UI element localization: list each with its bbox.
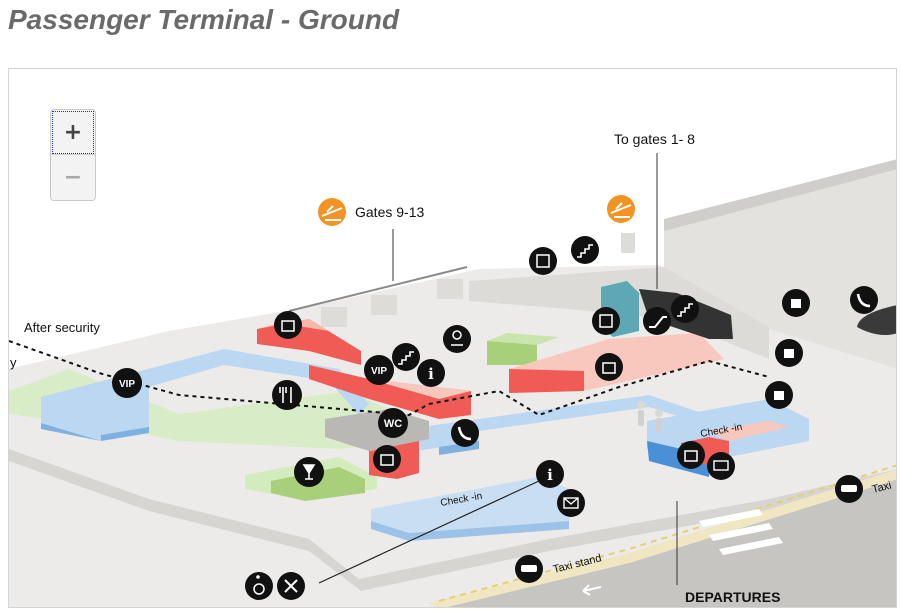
wc-icon[interactable]: WC — [378, 408, 408, 438]
stairs-icon[interactable] — [392, 343, 420, 371]
zoom-control: + − — [50, 109, 96, 201]
info-icon[interactable]: i — [417, 359, 445, 387]
road-arrow — [582, 584, 602, 596]
restaurant-icon[interactable] — [272, 380, 302, 410]
phone-icon[interactable] — [850, 286, 878, 314]
shop-icon[interactable] — [373, 445, 401, 473]
taxi-icon[interactable] — [835, 475, 863, 503]
shop-red-mid-top — [369, 379, 471, 399]
person-figure — [637, 401, 645, 426]
map-canvas[interactable]: VIP VIP WC i i To gates 1- 8 Gates 9-13 … — [9, 69, 897, 608]
special-assistance-icon[interactable] — [277, 572, 305, 600]
svg-text:i: i — [547, 466, 553, 484]
gate-pillar — [437, 279, 463, 299]
gate-pillar — [621, 233, 635, 253]
car-park-ramp — [857, 305, 896, 335]
wc-label: WC — [384, 418, 402, 430]
escalator-icon[interactable] — [643, 307, 671, 335]
shop-red-right-top — [709, 421, 789, 441]
partial-left-label: y — [10, 355, 17, 370]
zoom-in-button[interactable]: + — [51, 110, 95, 155]
shop-icon[interactable] — [677, 441, 705, 469]
departures-label: DEPARTURES — [685, 589, 780, 605]
plane-departure-icon[interactable] — [607, 195, 635, 223]
mail-icon[interactable] — [557, 489, 585, 517]
after-security-label: After security — [24, 320, 100, 335]
lounge-vip-left-front — [41, 423, 149, 441]
road-sidewalk — [429, 469, 896, 607]
vip-label: VIP — [119, 379, 135, 390]
page-title: Passenger Terminal - Ground — [8, 4, 400, 35]
prayer-room-icon[interactable] — [443, 325, 471, 353]
shop-icon[interactable] — [274, 311, 302, 339]
info-icon[interactable]: i — [536, 460, 564, 488]
to-gates-label: To gates 1- 8 — [614, 131, 695, 147]
stairs-icon[interactable] — [671, 295, 699, 323]
elevator-icon[interactable] — [529, 247, 557, 275]
svg-text:i: i — [428, 365, 434, 383]
person-figure — [655, 409, 663, 432]
lounge-vip-left — [41, 349, 369, 441]
stairs-icon[interactable] — [571, 236, 599, 264]
gate-pillar — [371, 295, 397, 315]
terminal-map[interactable]: VIP VIP WC i i To gates 1- 8 Gates 9-13 … — [8, 68, 897, 608]
baggage-service-icon[interactable] — [782, 289, 810, 317]
wheelchair-icon[interactable] — [245, 572, 273, 600]
plane-departure-icon[interactable] — [318, 198, 346, 226]
green-block-center — [487, 341, 537, 365]
baggage-service-icon[interactable] — [775, 339, 803, 367]
gate-wall-line — [288, 266, 468, 312]
leader-info-lower — [318, 480, 540, 584]
shop-red-mid — [309, 365, 471, 419]
building-right-top — [664, 159, 896, 231]
baggage-service-icon[interactable] — [765, 381, 793, 409]
zoom-out-button[interactable]: − — [51, 155, 95, 200]
crosswalk — [699, 509, 783, 555]
shop-icon[interactable] — [595, 353, 623, 381]
taxi-label: Taxi — [871, 480, 893, 496]
wine-bar-icon[interactable] — [294, 457, 324, 487]
green-block-top — [487, 333, 559, 345]
atm-icon[interactable] — [707, 452, 735, 480]
vip-icon[interactable]: VIP — [364, 355, 394, 385]
phone-icon[interactable] — [451, 419, 479, 447]
taxi-icon[interactable] — [515, 555, 543, 583]
gates-9-13-label: Gates 9-13 — [355, 204, 424, 220]
checkin-lower — [371, 477, 579, 533]
gate-pillar — [321, 307, 347, 327]
vip-icon[interactable]: VIP — [112, 368, 142, 398]
vip-label: VIP — [371, 366, 387, 377]
elevator-icon[interactable] — [592, 307, 620, 335]
road — [447, 479, 896, 607]
shop-red-center-front — [509, 369, 584, 393]
